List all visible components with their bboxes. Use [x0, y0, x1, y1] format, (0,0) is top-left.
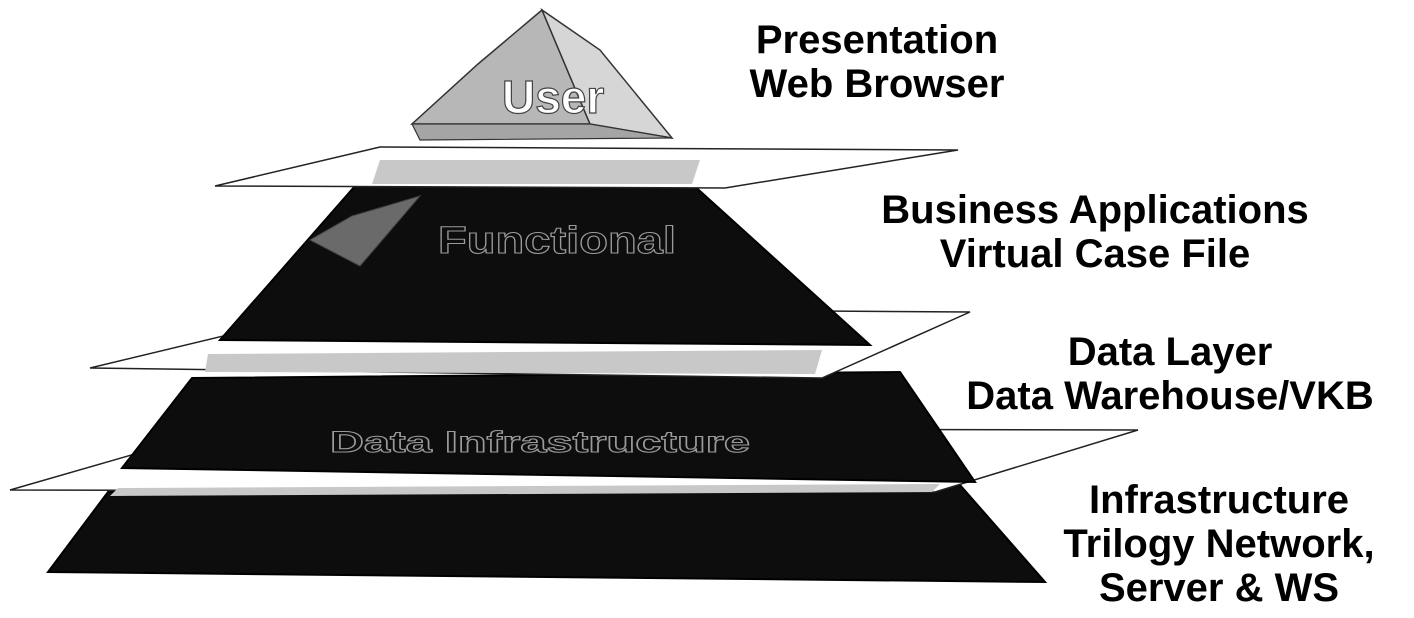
- infrastructure-label: Infrastructure Trilogy Network, Server &…: [1032, 478, 1406, 610]
- data-layer-title: Data Layer: [1067, 330, 1273, 374]
- infrastructure-subtitle-2: Server & WS: [1098, 566, 1340, 610]
- user-pyramid: User: [410, 7, 674, 141]
- business-applications-title: Business Applications: [881, 188, 1309, 232]
- user-label: User: [502, 71, 604, 123]
- business-applications-subtitle: Virtual Case File: [939, 232, 1251, 276]
- business-layer-inner-label: Functional: [438, 220, 676, 262]
- presentation-label: Presentation Web Browser: [722, 18, 1032, 106]
- presentation-title: Presentation: [755, 18, 999, 62]
- data-layer-subtitle: Data Warehouse/VKB: [966, 374, 1374, 418]
- data-layer: Data Infrastructure: [119, 370, 977, 484]
- infrastructure-layer: [46, 483, 1048, 584]
- presentation-subtitle: Web Browser: [749, 62, 1005, 106]
- data-layer-inner-label: Data Infrastructure: [330, 426, 750, 459]
- business-applications-label: Business Applications Virtual Case File: [835, 188, 1355, 276]
- infrastructure-title: Infrastructure: [1088, 478, 1350, 522]
- data-layer-label: Data Layer Data Warehouse/VKB: [940, 330, 1400, 418]
- infrastructure-subtitle: Trilogy Network,: [1063, 522, 1375, 566]
- business-layer: Functional: [217, 180, 873, 347]
- business-plane: [214, 146, 959, 189]
